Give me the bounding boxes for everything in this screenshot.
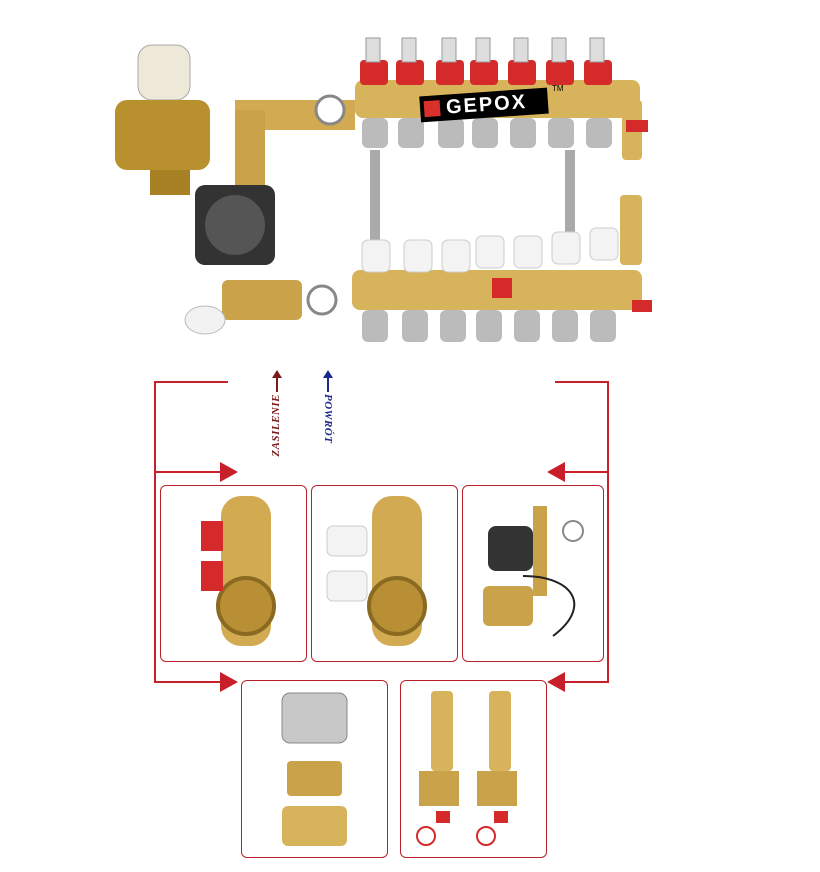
house-logo-icon [423,100,441,118]
supply-label: ZASILENIE [270,394,282,457]
detail-supply-manifold-end [160,485,307,662]
arrow-left-icon [547,672,565,692]
manifold-assembly-illustration [115,37,652,342]
return-arrow-icon [323,370,333,378]
trademark-mark: TM [552,84,564,93]
supply-arrow-icon [272,370,282,378]
thermometer-gauge-bottom [306,284,338,316]
flow-diagram-lines [154,370,609,692]
detail-compression-fitting [241,680,388,858]
detail-return-manifold-end [311,485,458,662]
return-label: POWRÓT [322,394,334,444]
arrow-right-icon [220,672,238,692]
arrow-right-icon [220,462,238,482]
thermometer-gauge-top [314,94,346,126]
circulation-pump [195,185,275,265]
detail-air-vent-drain-valves [400,680,547,858]
return-manifold [352,227,642,342]
detail-pump-group [462,485,604,662]
arrow-left-icon [547,462,565,482]
thermostatic-mixing-valve [115,44,210,195]
